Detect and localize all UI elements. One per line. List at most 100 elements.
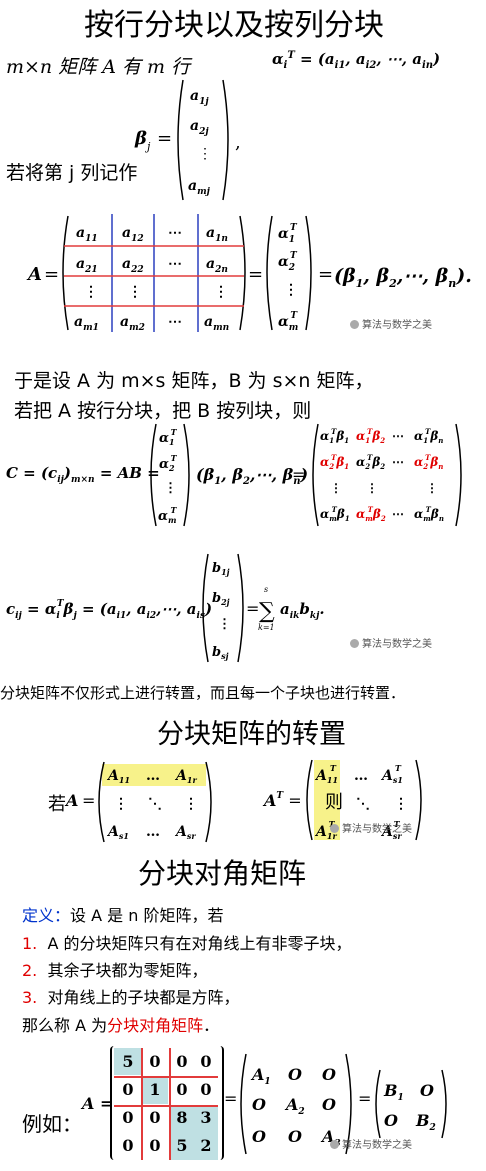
svg-text:s: s [264, 585, 268, 594]
svg-text:α1Tβ1: α1Tβ1 [320, 427, 349, 445]
svg-text:C = (cij)m×n = AB =: C = (cij)m×n = AB = [6, 464, 160, 485]
svg-text:a2j: a2j [190, 118, 209, 137]
svg-text:⋯: ⋯ [168, 225, 182, 241]
svg-text:⋱: ⋱ [356, 796, 370, 812]
svg-text:aikbkj.: aikbkj. [280, 600, 325, 621]
svg-text:∑: ∑ [259, 599, 275, 624]
transpose-note: 分块矩阵不仅形式上进行转置，而且每一个子块也进行转置． [0, 684, 406, 702]
svg-text:j: j [144, 140, 151, 153]
section-title-diagonal: 分块对角矩阵 [138, 857, 307, 890]
svg-text:O: O [322, 1065, 336, 1084]
svg-text:k=1: k=1 [258, 623, 275, 632]
svg-text:⋮: ⋮ [218, 617, 231, 632]
svg-text:α1Tβ2: α1Tβ2 [356, 427, 385, 445]
svg-text:β: β [134, 128, 147, 149]
svg-text:⋮: ⋮ [164, 481, 177, 496]
block-matrix-a-transpose: AT = A11T … As1T ⋱ ⋮ A1rT AsrT [262, 759, 422, 841]
svg-text:αmTβn: αmTβn [414, 505, 444, 523]
svg-text:⋮: ⋮ [198, 146, 212, 162]
svg-text:am2: am2 [120, 314, 145, 333]
svg-text:O: O [252, 1095, 266, 1114]
svg-text:⋮: ⋮ [366, 481, 378, 495]
transpose-then-label: 则 [325, 792, 343, 813]
svg-text:b1j: b1j [212, 561, 230, 577]
grid-cell: 0 [122, 1136, 134, 1155]
grid-cell: 0 [149, 1108, 161, 1127]
term-block-diagonal: 分块对角矩阵 [107, 1016, 204, 1035]
svg-text:⋮: ⋮ [114, 796, 128, 812]
svg-text:…: … [146, 768, 160, 784]
svg-text:As1: As1 [106, 824, 129, 841]
svg-text:amn: amn [204, 314, 229, 333]
definition-conclusion: 那么称 A 为分块对角矩阵． [22, 1016, 220, 1035]
svg-text:cij = αiTβj = (ai1, ai2,⋯, ais: cij = αiTβj = (ai1, ai2,⋯, ais) [6, 599, 212, 621]
svg-text:⋮: ⋮ [426, 481, 438, 495]
section-title-transpose: 分块矩阵的转置 [157, 719, 346, 750]
svg-text:=: = [44, 264, 59, 285]
definition-item-3: 3. 对角线上的子块都是方阵， [22, 988, 240, 1007]
svg-text:αmTβ2: αmTβ2 [356, 505, 386, 523]
grid-cell: 0 [149, 1052, 161, 1071]
example-a-equals: A = [82, 1094, 114, 1113]
svg-text:a12: a12 [122, 225, 144, 244]
column-intro-text: 若将第 j 列记作 [6, 162, 138, 184]
svg-text:αmT: αmT [158, 505, 177, 525]
definition-item-1: 1. A 的分块矩阵只有在对角线上有非零子块， [22, 934, 352, 953]
svg-text:⋯: ⋯ [392, 429, 404, 443]
watermark: 算法与数学之美 [350, 635, 432, 650]
svg-text:AsrT: AsrT [380, 819, 402, 841]
svg-text:…: … [146, 824, 160, 840]
svg-text:O: O [384, 1111, 398, 1130]
svg-text:⋮: ⋮ [184, 796, 198, 812]
transpose-if-label: 若 [48, 794, 66, 815]
svg-text:⋮: ⋮ [84, 284, 98, 300]
svg-text:α1T: α1T [278, 223, 298, 245]
example-label: 例如： [22, 1112, 82, 1136]
svg-text:α2Tβ2: α2Tβ2 [356, 453, 385, 471]
definition-item-2: 2. 其余子块都为零矩阵， [22, 961, 208, 980]
product-setup-line-2: 若把 A 按行分块，把 B 按列块，则 [14, 400, 312, 422]
svg-text:α2Tβn: α2Tβn [414, 453, 443, 471]
svg-text:AT =: AT = [262, 791, 302, 810]
svg-text:αmTβ1: αmTβ1 [320, 505, 350, 523]
svg-text:αmT: αmT [278, 311, 298, 333]
svg-text:=: = [358, 1089, 371, 1108]
definition-label: 定义： [22, 906, 71, 925]
svg-text:am1: am1 [74, 314, 99, 333]
svg-text:(β1, β2,⋯, βn).: (β1, β2,⋯, βn). [334, 265, 472, 290]
svg-text:As1T: As1T [380, 763, 403, 785]
svg-text:O: O [288, 1127, 302, 1146]
row-count-statement: m×n 矩阵 A 有 m 行 [6, 56, 191, 78]
svg-text:α2T: α2T [278, 251, 298, 273]
grid-cell: 2 [200, 1136, 212, 1155]
svg-text:α1T: α1T [159, 427, 178, 447]
svg-text:a2n: a2n [206, 256, 228, 275]
svg-text:A11T: A11T [314, 763, 338, 785]
svg-text:⋯: ⋯ [392, 507, 404, 521]
svg-text:α2Tβ1: α2Tβ1 [320, 453, 349, 471]
svg-text:=: = [292, 465, 305, 484]
cij-formula: cij = αiTβj = (ai1, ai2,⋯, ais) b1j b2j … [6, 553, 325, 663]
svg-text:⋮: ⋮ [394, 796, 408, 812]
grid-cell: 0 [200, 1080, 212, 1099]
example-grid: 5 0 0 0 0 1 0 0 0 0 8 3 0 0 5 2 [110, 1046, 224, 1162]
grid-cell: 5 [122, 1052, 134, 1071]
svg-text:B1: B1 [383, 1081, 404, 1103]
definition-line: 定义：设 A 是 n 阶矩阵，若 [22, 902, 223, 926]
svg-text:⋱: ⋱ [148, 796, 162, 812]
svg-text:A: A [64, 791, 78, 810]
grid-cell: 1 [149, 1080, 161, 1099]
svg-text:amj: amj [188, 178, 211, 197]
svg-text:a11: a11 [76, 225, 98, 244]
svg-text:A1: A1 [250, 1065, 271, 1087]
watermark: 算法与数学之美 [330, 1136, 412, 1151]
svg-text:O: O [420, 1081, 434, 1100]
svg-text:B2: B2 [415, 1111, 436, 1133]
example-block-form: = A1 O O O A2 O O O A3 = B1 O O B2 [224, 1053, 447, 1155]
definition-text: 设 A 是 n 阶矩阵，若 [70, 906, 224, 925]
svg-text:=: = [157, 128, 172, 149]
grid-cell: 8 [176, 1108, 188, 1127]
svg-text:O: O [252, 1127, 266, 1146]
svg-text:⋯: ⋯ [168, 314, 182, 330]
svg-text:⋮: ⋮ [214, 284, 228, 300]
